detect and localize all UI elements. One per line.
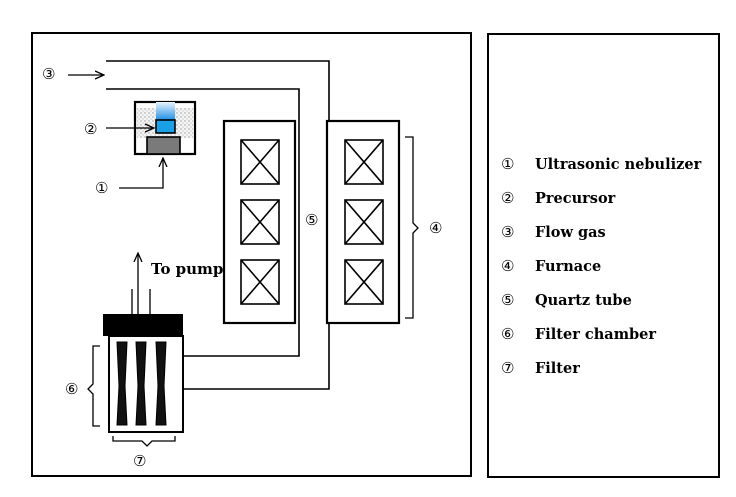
legend-list: ① Ultrasonic nebulizer ② Precursor ③ Flow g… [489, 35, 718, 476]
legend-item-flow-gas: ③ Flow gas [501, 223, 606, 241]
callout-precursor: ② [84, 120, 97, 138]
filter-chamber-lid [103, 314, 183, 336]
callout-filter-chamber: ⑥ [65, 380, 78, 398]
legend-item-filter-chamber: ⑥ Filter chamber [501, 325, 656, 343]
filter-cartridges [116, 341, 167, 426]
legend-number: ② [501, 189, 515, 207]
legend-item-filter: ⑦ Filter [501, 359, 580, 377]
filter-bracket [112, 436, 176, 447]
legend-panel: ① Ultrasonic nebulizer ② Precursor ③ Flow g… [487, 33, 720, 478]
legend-number: ⑥ [501, 325, 515, 343]
legend-item-furnace: ④ Furnace [501, 257, 601, 275]
furnace-left [222, 119, 297, 325]
callout-quartz-tube: ⑤ [305, 211, 318, 229]
nebulizer-vessel [133, 100, 197, 156]
furnace-bracket [405, 136, 419, 319]
legend-label: Flow gas [535, 224, 606, 241]
aerosol-mist [156, 102, 175, 120]
legend-number: ① [501, 155, 515, 173]
callout-flow-gas: ③ [42, 65, 55, 83]
pump-label: To pump [151, 260, 223, 278]
legend-label: Precursor [535, 190, 616, 207]
quartz-tube-outlet-outer [183, 322, 330, 390]
furnace-right [325, 119, 401, 325]
legend-label: Furnace [535, 258, 602, 275]
legend-number: ⑤ [501, 291, 515, 309]
callout-filter: ⑦ [133, 452, 146, 470]
legend-number: ⑦ [501, 359, 515, 377]
callout-nebulizer: ① [95, 179, 108, 197]
legend-label: Ultrasonic nebulizer [535, 156, 702, 173]
filter-cartridge [135, 341, 147, 426]
legend-number: ④ [501, 257, 515, 275]
pump-outlet: To pump [131, 254, 223, 314]
legend-number: ③ [501, 223, 515, 241]
gas-tubing [106, 60, 330, 390]
filter-cartridge [155, 341, 167, 426]
filter-cartridge [116, 341, 128, 426]
legend-item-nebulizer: ① Ultrasonic nebulizer [501, 155, 701, 173]
legend-item-precursor: ② Precursor [501, 189, 615, 207]
quartz-tube-outlet-inner [183, 322, 300, 357]
legend-item-quartz-tube: ⑤ Quartz tube [501, 291, 632, 309]
filter-chamber [103, 314, 184, 433]
nebulizer-arrow [119, 159, 163, 189]
legend-label: Quartz tube [535, 292, 632, 309]
nebulizer-transducer [146, 136, 181, 155]
callout-furnace: ④ [429, 219, 442, 237]
flow-gas-inlet: ③ [42, 65, 103, 83]
precursor-cup [155, 119, 176, 134]
legend-label: Filter [535, 360, 580, 377]
filter-chamber-bracket [87, 345, 100, 427]
legend-label: Filter chamber [535, 326, 657, 343]
inner-gas-line [106, 88, 300, 120]
outer-gas-line [106, 60, 330, 120]
